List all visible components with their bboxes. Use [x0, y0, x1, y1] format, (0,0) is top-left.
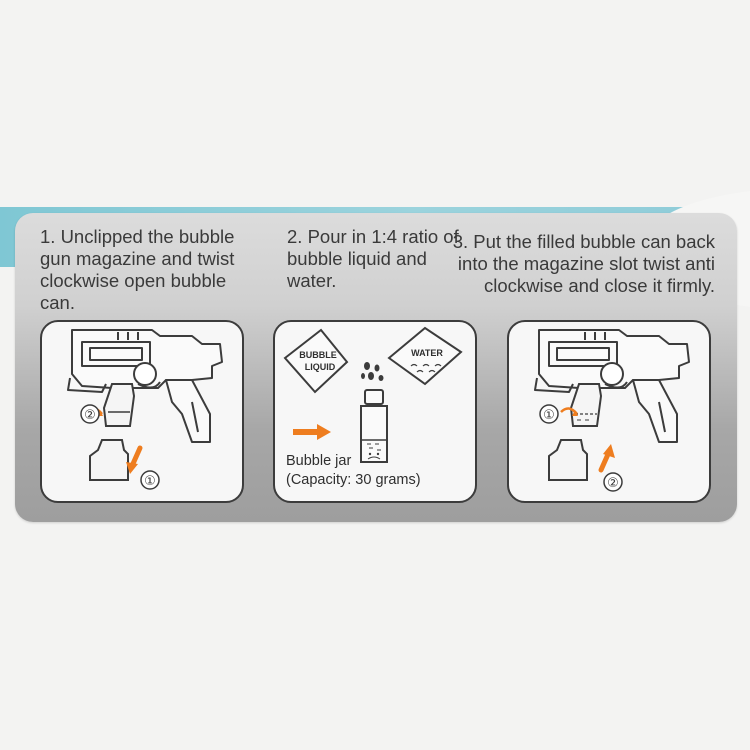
marker-circle-icon [539, 404, 559, 424]
water-bottle-icon: WATER [387, 326, 463, 386]
step-2-instruction: 2. Pour in 1:4 ratio of bubble liquid an… [287, 226, 459, 291]
bubble-can-part [548, 439, 588, 481]
step-1-illustration: ② ① [40, 320, 244, 503]
marker-circle-icon [140, 470, 160, 490]
step-3-marker-1: ① [543, 408, 555, 423]
rotation-arrowhead-icon [572, 410, 578, 416]
bubble-can-part [89, 439, 129, 481]
step-1-marker-2: ② [84, 408, 96, 423]
step-2-pour-drawing: BUBBLE LIQUID WATER [283, 326, 463, 463]
bubble-jar-icon [360, 389, 388, 463]
magazine-part [569, 383, 603, 427]
step-3-illustration: ① ② [507, 320, 711, 503]
bubble-liquid-bottle-icon: BUBBLE LIQUID [283, 328, 349, 394]
magazine-part [102, 383, 136, 427]
step-3-gun-drawing: ① ② [534, 329, 690, 492]
step-1-marker-1: ① [144, 474, 156, 489]
bubble-liquid-label-line1: BUBBLE [299, 350, 337, 360]
bubble-jar-label: Bubble jar [286, 453, 352, 469]
bubble-gun-icon [534, 329, 690, 443]
step-2-illustration: BUBBLE LIQUID WATER [273, 320, 477, 503]
step-3-marker-2: ② [607, 476, 619, 491]
step-3-instruction: 3. Put the filled bubble can back into t… [452, 231, 715, 296]
step-1-gun-drawing: ② ① [67, 329, 223, 490]
up-arrowhead-icon [603, 444, 615, 458]
down-arrowhead-icon [126, 462, 138, 474]
water-label: WATER [411, 348, 443, 358]
marker-circle-icon [603, 472, 623, 492]
down-arrow-icon [129, 445, 143, 469]
pouring-drops-icon [361, 362, 384, 381]
step-1-instruction: 1. Unclipped the bubble gun magazine and… [40, 226, 235, 313]
right-arrowhead-icon [317, 424, 331, 440]
marker-circle-icon [80, 404, 100, 424]
bubble-liquid-label-line2: LIQUID [305, 362, 336, 372]
bubble-jar-capacity: (Capacity: 30 grams) [286, 472, 421, 488]
bubble-gun-icon [67, 329, 223, 443]
